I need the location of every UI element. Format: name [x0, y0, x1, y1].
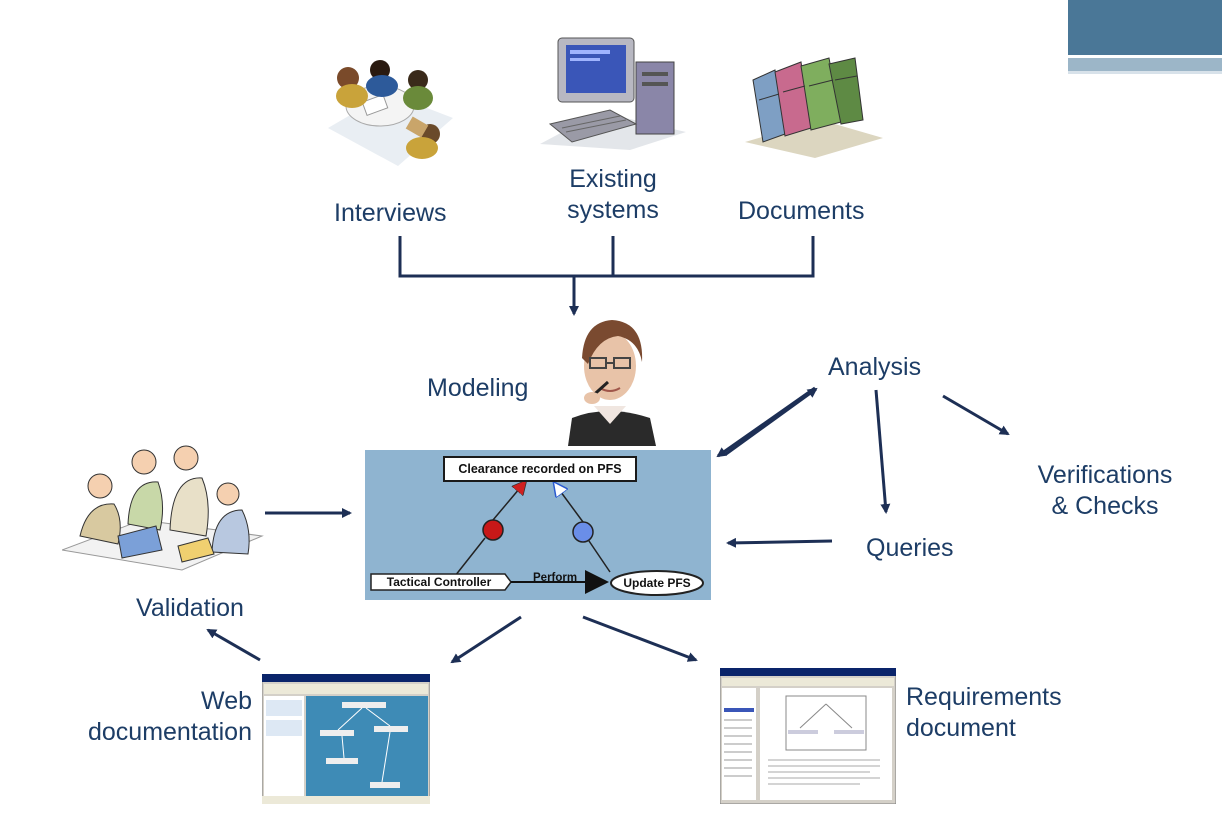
arrow-analysis-to-verifications [942, 394, 1010, 436]
corner-accent-bar [1068, 0, 1222, 55]
requirements-document-label-line1: Requirements [906, 683, 1062, 711]
validation-team-image [62, 445, 264, 571]
web-documentation-thumbnail [262, 674, 430, 804]
computer-image [540, 37, 686, 150]
existing-systems-label-line2: systems [567, 196, 659, 224]
modeling-label: Modeling [427, 374, 529, 402]
goal-model-lines [370, 450, 704, 596]
operation-label: Update PFS [623, 576, 691, 590]
documents-label: Documents [738, 197, 865, 225]
interviews-label: Interviews [334, 199, 447, 227]
arrow-model-to-requirements [582, 615, 698, 662]
verifications-label-line2: & Checks [1051, 492, 1159, 520]
requirements-document-label-line2: document [906, 714, 1016, 742]
arrow-queries-to-model [726, 537, 833, 548]
arrow-analysis-to-queries [874, 389, 891, 514]
corner-accent-stripe-light [1068, 71, 1222, 74]
arrow-web-doc-to-validation [206, 628, 261, 662]
verifications-label-line1: Verifications [1037, 461, 1173, 489]
interviews-image [328, 60, 453, 166]
sources-merge-line [398, 236, 815, 278]
corner-accent-stripe [1068, 58, 1222, 71]
analysis-label: Analysis [828, 353, 922, 381]
agent-label: Tactical Controller [386, 575, 492, 589]
relation-label: Perform [533, 572, 578, 584]
queries-label: Queries [866, 534, 954, 562]
existing-systems-label-line1: Existing [569, 165, 657, 193]
arrow-model-to-web-doc [450, 615, 522, 664]
goal-label: Clearance recorded on PFS [443, 456, 637, 482]
books-image [745, 57, 883, 158]
arrow-model-to-analysis [716, 386, 816, 458]
modeler-portrait [568, 320, 656, 446]
validation-label: Validation [136, 594, 244, 622]
arrow-analysis-to-model [725, 387, 818, 456]
web-documentation-label-line2: documentation [87, 718, 252, 746]
requirements-document-thumbnail [720, 668, 896, 804]
goal-model-diagram: Clearance recorded on PFS Tactical Contr… [365, 450, 711, 600]
web-documentation-label-line1: Web [201, 687, 252, 715]
